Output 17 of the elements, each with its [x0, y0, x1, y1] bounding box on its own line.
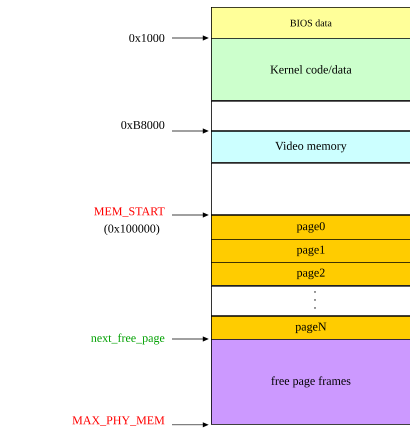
memory-segment: pageN: [211, 316, 410, 340]
memory-segment: free page frames: [211, 339, 410, 425]
empty-segment: [211, 162, 410, 215]
memory-segment: Kernel code/data: [211, 38, 410, 101]
empty-segment: [211, 286, 410, 316]
empty-segment: [211, 100, 410, 131]
memory-segment: BIOS data: [211, 7, 410, 39]
memory-segment: page1: [211, 239, 410, 263]
address-label: MAX_PHY_MEM: [72, 416, 164, 426]
address-label: next_free_page: [91, 333, 164, 345]
address-label: MEM_START: [94, 207, 165, 217]
memory-segment: Video memory: [211, 131, 410, 163]
memory-segment: page2: [211, 262, 410, 286]
memory-segment: page0: [211, 215, 410, 240]
address-label: 0xB8000: [121, 120, 164, 130]
address-label: 0x1000: [129, 34, 164, 42]
address-note: (0x100000): [104, 224, 160, 236]
